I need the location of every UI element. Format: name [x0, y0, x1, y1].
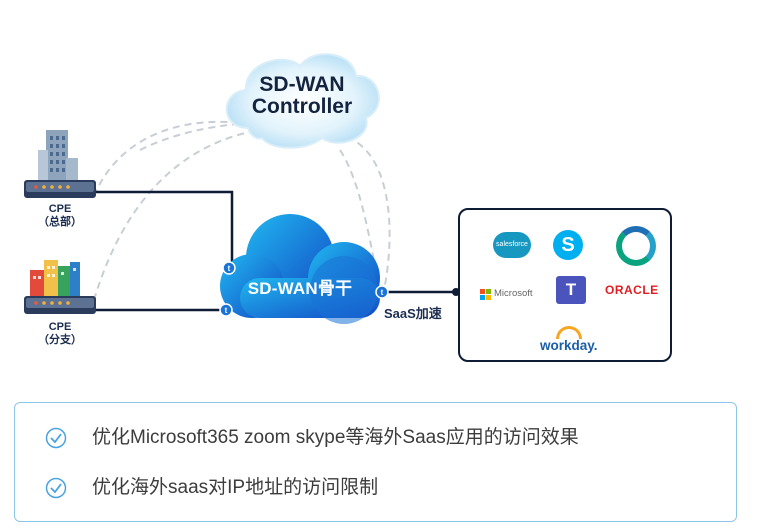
microsoft-logo: Microsoft — [480, 288, 546, 302]
saas-apps-panel: salesforce S Microsoft T ORACLE workday. — [458, 208, 672, 362]
controller-label: SD-WAN Controller — [232, 74, 372, 118]
oracle-logo: ORACLE — [605, 283, 659, 297]
cpe-branch-label: CPE （分支） — [30, 321, 90, 347]
backbone-cloud — [220, 214, 380, 324]
benefits-panel: 优化Microsoft365 zoom skype等海外Saas应用的访问效果 … — [14, 402, 737, 522]
branch-building-icon — [30, 260, 80, 296]
controller-label-line1: SD-WAN — [259, 73, 345, 96]
backbone-label: SD-WAN骨干 — [247, 279, 353, 298]
cpe-branch-line1: CPE — [48, 321, 72, 333]
workday-logo: workday. — [540, 338, 598, 353]
port-glyph-2: t — [225, 306, 228, 315]
benefit-item: 优化Microsoft365 zoom skype等海外Saas应用的访问效果 — [15, 423, 715, 453]
hq-building-icon — [38, 130, 78, 180]
workday-arc-icon — [556, 326, 582, 339]
solid-links — [96, 190, 458, 312]
benefit-text: 优化Microsoft365 zoom skype等海外Saas应用的访问效果 — [92, 427, 579, 448]
port-nodes — [219, 261, 389, 317]
hq-router-icon — [24, 180, 96, 198]
salesforce-logo: salesforce — [493, 232, 531, 258]
cpe-branch-line2: （分支） — [38, 334, 82, 346]
port-glyph-1: t — [228, 264, 231, 273]
network-diagram: t t t — [24, 53, 460, 324]
webex-logo — [616, 226, 656, 266]
benefit-text: 优化海外saas对IP地址的访问限制 — [92, 477, 379, 498]
saas-accel-label: SaaS加速 — [384, 306, 442, 321]
microsoft-logo-text: Microsoft — [494, 288, 533, 299]
check-circle-icon — [45, 477, 67, 499]
skype-logo: S — [553, 230, 583, 260]
cpe-hq-label: CPE （总部） — [30, 203, 90, 229]
port-glyph-3: t — [381, 288, 384, 297]
controller-cloud — [225, 53, 380, 149]
cpe-hq-line1: CPE — [48, 203, 72, 215]
check-circle-icon — [45, 427, 67, 449]
benefit-item: 优化海外saas对IP地址的访问限制 — [15, 473, 715, 503]
teams-logo: T — [556, 276, 586, 304]
controller-label-line2: Controller — [251, 95, 353, 118]
branch-router-icon — [24, 296, 96, 314]
cpe-hq-line2: （总部） — [38, 216, 82, 228]
